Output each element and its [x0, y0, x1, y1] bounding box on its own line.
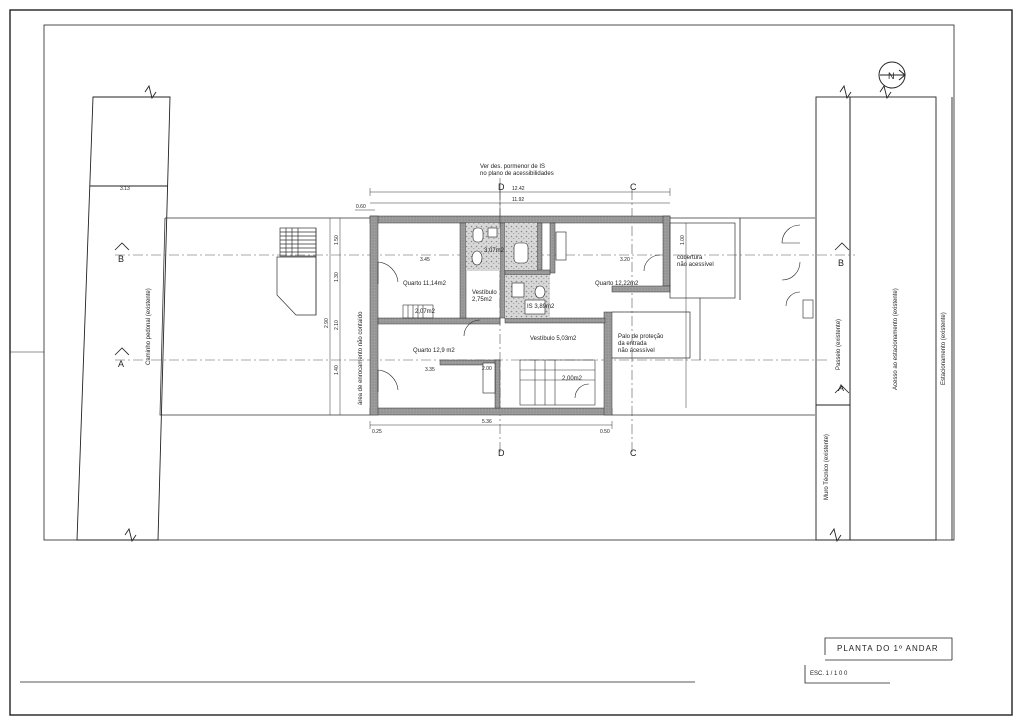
external-stair [276, 227, 317, 316]
building-walls [369, 215, 671, 416]
pedestrian-path-strip [76, 84, 171, 543]
dim-025: 0.25 [372, 429, 382, 435]
sheet-frame [9, 9, 1013, 716]
dim-130: 1.30 [334, 272, 340, 282]
dim-200: 2.00 [482, 366, 492, 372]
axis-a-right: A [838, 383, 844, 393]
dim-320: 3.20 [620, 257, 630, 263]
dim-150: 1.50 [334, 235, 340, 245]
dim-100: 1.00 [680, 235, 686, 245]
label-caminho: Caminho pedonal (existente) [146, 288, 152, 365]
room-is-2: IS 3,89m2 [527, 304, 555, 310]
roof-label-2: não acessível [677, 262, 714, 268]
dim-050: 0.50 [600, 429, 610, 435]
site-outline [159, 217, 815, 416]
dim-140: 1.40 [334, 365, 340, 375]
dim-335: 3.35 [425, 367, 435, 373]
dim-345: 3.45 [420, 257, 430, 263]
room-quarto-3: Quarto 12,9 m2 [413, 348, 455, 354]
detail-note-1: Ver des. pormenor de IS [480, 164, 545, 170]
room-is-1: 3,07m2 [484, 248, 505, 254]
room-closet-2: 2,00m2 [562, 376, 583, 382]
axis-d-top: D [498, 182, 505, 192]
axis-a-left: A [118, 359, 124, 369]
dim-path-width: 3.13 [120, 186, 130, 192]
drawing-scale: ESC. 1 / 1 0 0 [810, 671, 848, 677]
right-strips [815, 84, 953, 543]
axis-d-bottom: D [498, 448, 505, 458]
north-arrow-icon [878, 61, 906, 89]
roof-label-1: cobertura [677, 255, 703, 261]
roof-area [612, 222, 736, 360]
dimension-lines [329, 188, 687, 429]
label-area-enrocamento: área de enrocamento não contaído [358, 311, 364, 405]
axis-c-bottom: C [630, 448, 637, 458]
internal-stair [402, 304, 596, 406]
room-vestibulo-1-area: 2,75m2 [472, 297, 493, 303]
sanitary-fixtures [471, 227, 567, 394]
label-acesso: Acesso ao estacionamento (existente) [893, 288, 899, 390]
dim-inner-width: 11.92 [512, 197, 524, 203]
label-muro: Muro Técnico (existente) [824, 434, 830, 500]
title-block [804, 637, 953, 684]
palo-label-1: Palo de proteção [618, 334, 664, 340]
label-passeio: Passeio (existente) [836, 319, 842, 370]
axis-b-right: B [838, 258, 844, 268]
dim-060: 0.60 [356, 204, 366, 210]
dim-overall-width: 12.42 [512, 186, 525, 192]
label-estacionamento: Estacionamento (existente) [941, 312, 947, 385]
door-swings [377, 224, 814, 399]
palo-label-2: da entrada [618, 341, 647, 347]
room-vestibulo-1: Vestíbulo [472, 290, 497, 296]
room-closet: 2,07m2 [415, 309, 436, 315]
room-vestibulo-2: Vestíbulo 5,03m2 [530, 336, 577, 342]
axis-b-left: B [118, 254, 124, 264]
drawing-title: PLANTA DO 1º ANDAR [837, 644, 939, 653]
axis-markers [114, 242, 850, 394]
dim-536: 5.36 [482, 419, 492, 425]
room-quarto-2: Quarto 12,22m2 [595, 281, 639, 287]
detail-note-2: no plano de acessibilidades [480, 171, 554, 177]
palo-label-3: não acessível [618, 348, 655, 354]
dim-210: 2.10 [334, 320, 340, 330]
north-letter: N [888, 71, 895, 81]
axis-c-top: C [630, 182, 637, 192]
room-quarto-1: Quarto 11,14m2 [403, 281, 447, 287]
dim-290: 2.90 [324, 318, 330, 328]
